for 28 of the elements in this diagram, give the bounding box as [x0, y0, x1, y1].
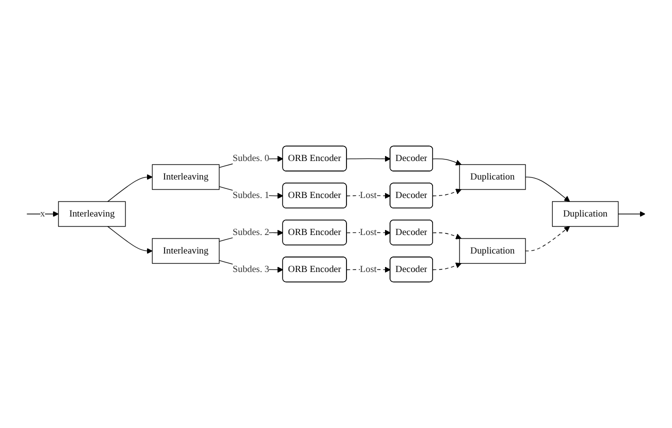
arrow — [432, 262, 462, 270]
edge-label: Lost — [360, 227, 377, 238]
arrow — [346, 266, 391, 273]
arrow — [107, 226, 153, 254]
arrow — [432, 232, 462, 240]
arrow — [432, 158, 462, 166]
node-box: Interleaving — [152, 164, 220, 190]
node-box: Duplication — [552, 201, 619, 227]
edge-label: Subdes. 1 — [232, 190, 270, 201]
edge-label: Lost — [360, 190, 377, 201]
arrow — [107, 174, 153, 202]
edge-label: Subdes. 3 — [232, 264, 270, 274]
node-box: Duplication — [459, 238, 526, 264]
arrow — [346, 230, 391, 236]
node-box: Duplication — [459, 164, 526, 190]
node-box: Interleaving — [58, 201, 126, 227]
arrow — [26, 211, 59, 217]
edge-label: Subdes. 2 — [232, 227, 270, 238]
arrow — [618, 211, 646, 217]
arrow — [346, 156, 391, 162]
node-box: Interleaving — [152, 238, 220, 264]
arrow — [525, 226, 570, 252]
arrow — [525, 176, 570, 202]
edge-label: Subdes. 0 — [232, 154, 270, 164]
arrow — [432, 188, 462, 196]
edge-label: Lost — [360, 264, 377, 274]
edge-label: x — [40, 208, 46, 220]
arrow — [346, 192, 391, 199]
